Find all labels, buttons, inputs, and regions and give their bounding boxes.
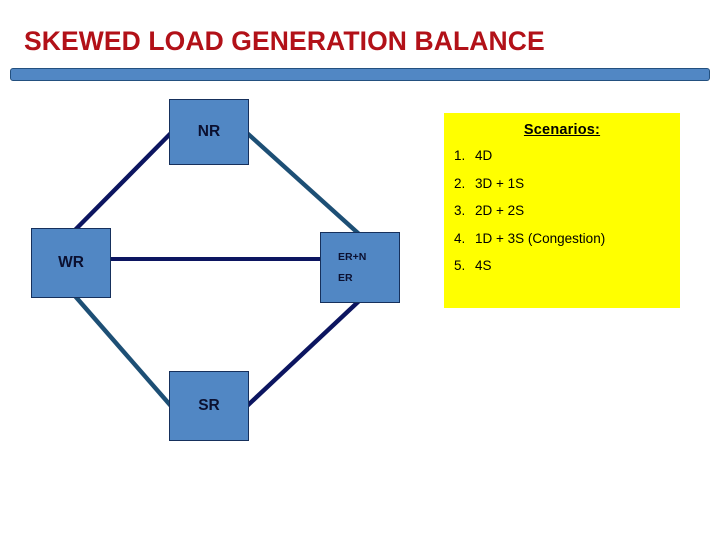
scenarios-list: 1. 4D 2. 3D + 1S 3. 2D + 2S 4. 1D + 3S (… bbox=[444, 138, 680, 273]
list-item-text: 4D bbox=[475, 148, 493, 163]
list-item-number: 4. bbox=[454, 230, 466, 246]
node-er-label-line-2: ER bbox=[338, 271, 353, 284]
node-wr[interactable]: WR bbox=[31, 228, 111, 298]
list-item-text: 2D + 2S bbox=[475, 203, 525, 218]
list-item-text: 4S bbox=[475, 258, 492, 273]
connector-nr-er bbox=[245, 131, 361, 236]
list-item: 3. 2D + 2S bbox=[454, 203, 680, 218]
node-sr[interactable]: SR bbox=[169, 371, 249, 441]
list-item: 1. 4D bbox=[454, 148, 680, 163]
list-item: 2. 3D + 1S bbox=[454, 176, 680, 191]
list-item: 5. 4S bbox=[454, 258, 680, 273]
connector-sr-er bbox=[245, 299, 361, 408]
scenarios-panel: Scenarios: 1. 4D 2. 3D + 1S 3. 2D + 2S 4… bbox=[444, 113, 680, 308]
node-nr[interactable]: NR bbox=[169, 99, 249, 165]
connector-nr-wr bbox=[73, 131, 173, 232]
node-sr-label: SR bbox=[198, 397, 220, 414]
list-item-number: 3. bbox=[454, 203, 466, 218]
list-item-text: 1D + 3S (Congestion) bbox=[475, 230, 606, 246]
list-item-text: 3D + 1S bbox=[475, 175, 525, 191]
list-item-number: 1. bbox=[454, 148, 466, 163]
page-title: SKEWED LOAD GENERATION BALANCE bbox=[24, 26, 545, 56]
connector-wr-sr bbox=[73, 294, 173, 408]
scenarios-heading: Scenarios: bbox=[523, 122, 601, 138]
node-er-label-line-1: ER+N bbox=[338, 251, 367, 264]
node-er[interactable]: ER+N ER bbox=[320, 232, 400, 303]
title-divider-bar bbox=[10, 68, 710, 81]
list-item-number: 2. bbox=[454, 175, 466, 191]
list-item-number: 5. bbox=[454, 258, 466, 273]
node-wr-label: WR bbox=[58, 254, 84, 271]
list-item: 4. 1D + 3S (Congestion) bbox=[454, 231, 680, 246]
node-nr-label: NR bbox=[197, 123, 221, 140]
